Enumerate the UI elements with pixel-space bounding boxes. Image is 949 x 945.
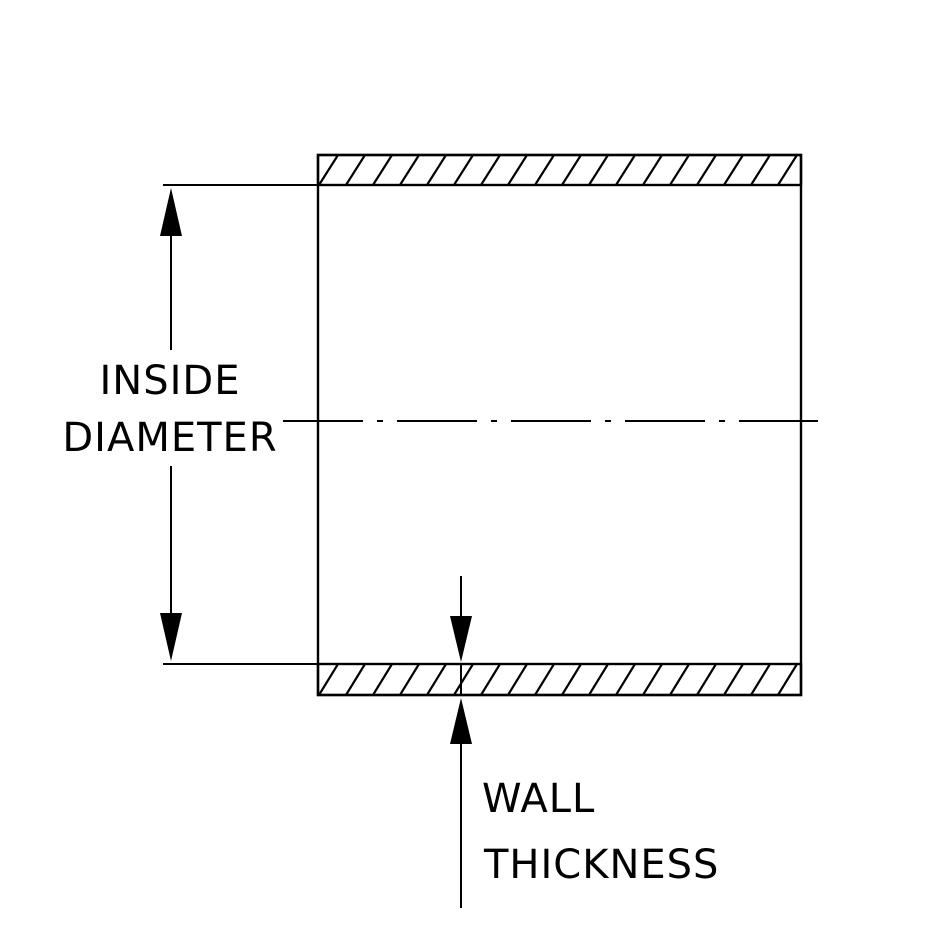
wall-thickness-label-line1: WALL bbox=[482, 776, 595, 822]
wall-thickness-label-line2: THICKNESS bbox=[483, 842, 719, 888]
top-wall-hatch-band bbox=[316, 153, 803, 187]
wall-thickness-arrow-down bbox=[450, 616, 472, 662]
inside-diameter-label-line2: DIAMETER bbox=[62, 415, 277, 461]
inside-diameter-arrow-up bbox=[160, 188, 182, 236]
inside-diameter-arrow-down bbox=[160, 613, 182, 661]
tube-outline bbox=[316, 153, 803, 697]
inside-diameter-label-line1: INSIDE bbox=[100, 358, 241, 404]
wall-thickness-arrow-up bbox=[450, 698, 472, 744]
bottom-wall-hatch-band bbox=[316, 662, 803, 697]
